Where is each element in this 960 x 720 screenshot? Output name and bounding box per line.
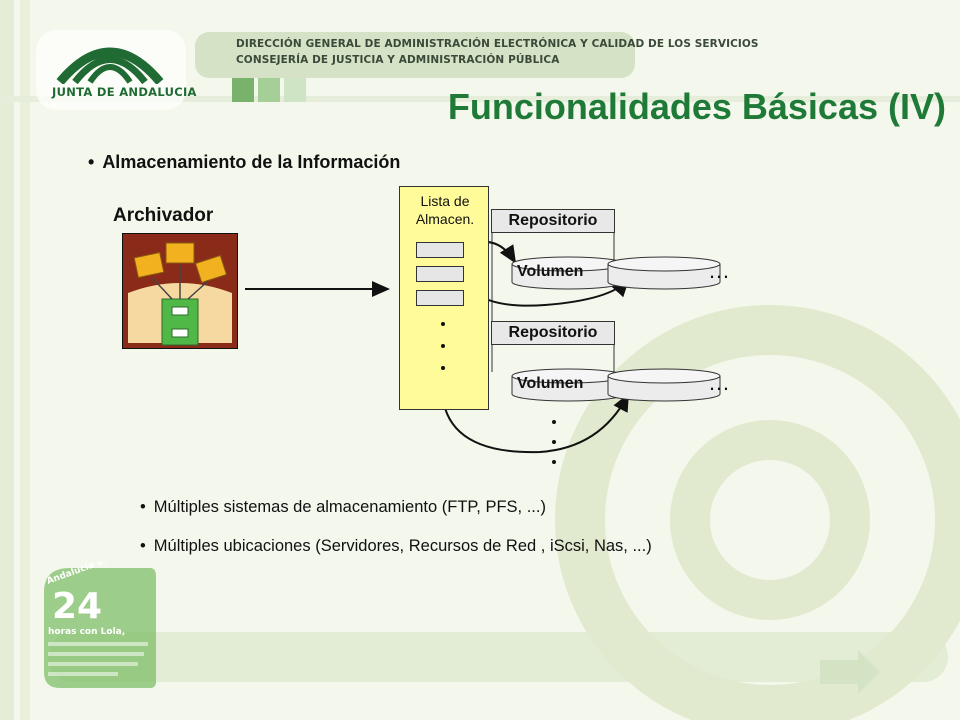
- storage-list-box: Lista de Almacen.: [399, 186, 489, 410]
- repositorio-box-1: Repositorio: [491, 209, 615, 233]
- bullet-item: •Múltiples ubicaciones (Servidores, Recu…: [140, 537, 652, 555]
- page-title: Funcionalidades Básicas (IV): [447, 86, 946, 127]
- subtitle-text: Almacenamiento de la Información: [102, 152, 401, 172]
- logo-text: JUNTA DE ANDALUCIA: [52, 85, 197, 99]
- badge-text: horas con Lola,: [48, 627, 125, 637]
- volume-cylinder-4: [607, 368, 721, 402]
- andalucia-24h-badge-icon: 24 horas con Lola, Andalucía en la Red: [44, 562, 156, 688]
- volume-label-1: Volumen: [517, 263, 584, 280]
- volume-cylinder-3: [511, 368, 625, 402]
- ellipsis-2: …: [708, 370, 733, 395]
- repositorio-box-2: Repositorio: [491, 321, 615, 345]
- list-dots: [441, 322, 445, 370]
- list-label-2: Almacen.: [415, 211, 475, 227]
- list-slot: [416, 266, 464, 282]
- junta-logo-icon: [56, 47, 164, 84]
- volume-cylinder-1: [511, 256, 625, 290]
- volume-label-2: Volumen: [517, 375, 584, 392]
- list-label-1: Lista de: [420, 193, 470, 209]
- ellipsis-1: …: [708, 258, 733, 283]
- volume-cylinder-2: [607, 256, 721, 290]
- archivador-label: Archivador: [113, 205, 214, 226]
- bullet-item: •Múltiples sistemas de almacenamiento (F…: [140, 498, 546, 516]
- archivador-icon: [122, 233, 238, 349]
- badge-number: 24: [52, 586, 102, 627]
- header-line-2: CONSEJERÍA DE JUSTICIA Y ADMINISTRACIÓN …: [236, 54, 560, 66]
- list-slot: [416, 290, 464, 306]
- subtitle: •Almacenamiento de la Información: [88, 152, 401, 172]
- header-line-1: DIRECCIÓN GENERAL DE ADMINISTRACIÓN ELEC…: [236, 38, 759, 50]
- list-slot: [416, 242, 464, 258]
